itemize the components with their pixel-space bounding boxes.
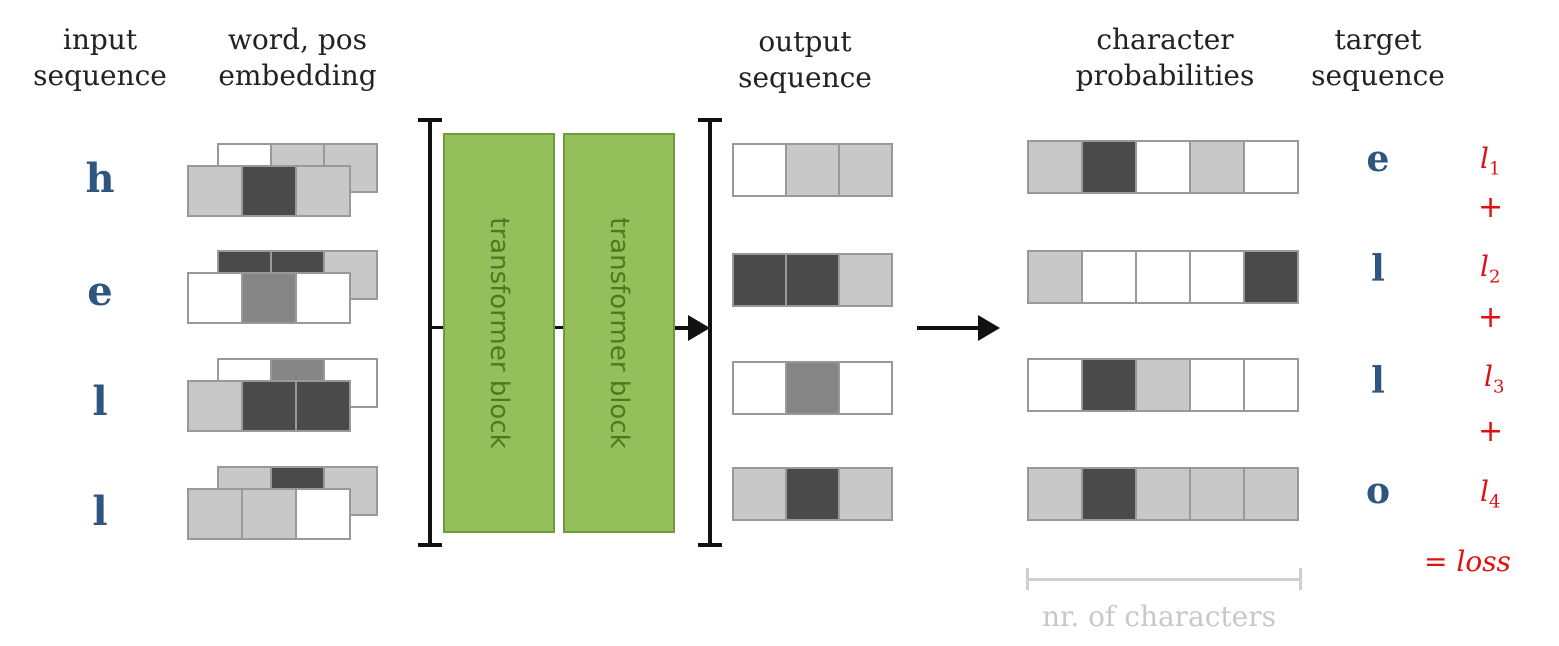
input-bracket-top [418,118,442,122]
transformer-block-label: transformer block [484,217,514,449]
output-cell [838,361,893,415]
loss-subscript: 4 [1488,491,1501,513]
input-char: l [92,488,108,535]
total-loss-label: loss [1456,545,1511,578]
probability-cell [1027,250,1083,304]
output-cell [732,361,787,415]
plus-sign: + [1478,190,1504,225]
probability-cell [1081,467,1137,521]
embedding-cell [187,272,243,324]
axis-tick-left [1026,568,1029,590]
arrow-right-icon [978,315,1000,341]
target-char: o [1365,470,1390,512]
probability-cell [1135,250,1191,304]
output-cell [785,467,840,521]
axis-label: nr. of characters [1042,600,1277,633]
output-cell [785,253,840,307]
probability-cell [1135,467,1191,521]
probability-cell [1135,358,1191,412]
input-char: l [92,378,108,425]
embedding-cell [241,488,297,540]
probability-cell [1243,467,1299,521]
loss-subscript: 1 [1488,158,1501,180]
loss-base: l [1480,250,1489,283]
transformer-block: transformer block [443,133,555,533]
transformer-block-label: transformer block [604,217,634,449]
loss-term: l3 [1484,360,1504,398]
total-loss: = loss [1424,545,1511,578]
input-char: h [85,155,115,202]
embedding-cell [187,165,243,217]
output-cell [732,253,787,307]
probability-cell [1243,358,1299,412]
probability-cell [1243,140,1299,194]
embedding-cell [295,488,351,540]
embedding-cell [187,380,243,432]
embedding-cell [241,380,297,432]
probability-cell [1135,140,1191,194]
loss-base: l [1480,475,1489,508]
header-input-sequence: input sequence [33,23,167,92]
input-bracket-bottom [418,543,442,547]
probability-cell [1081,250,1137,304]
header-output-sequence: output sequence [738,25,872,94]
header-target-sequence: target sequence [1311,23,1445,92]
output-bracket-top [698,118,722,122]
output-cell [785,361,840,415]
probability-cell [1243,250,1299,304]
probability-cell [1189,358,1245,412]
output-cell [838,467,893,521]
probability-cell [1027,467,1083,521]
loss-base: l [1484,360,1493,393]
probability-cell [1189,250,1245,304]
embedding-cell [295,165,351,217]
connector-line [555,326,564,329]
loss-term: l2 [1480,250,1500,288]
target-char: l [1371,248,1385,290]
embedding-cell [295,272,351,324]
loss-term: l4 [1480,475,1500,513]
embedding-cell [295,380,351,432]
target-char: l [1371,360,1385,402]
target-char: e [1366,138,1390,180]
probability-cell [1081,140,1137,194]
header-embedding: word, pos embedding [218,23,377,92]
output-cell [732,467,787,521]
output-cell [838,143,893,197]
transformer-block: transformer block [563,133,675,533]
input-bracket-vertical [428,120,432,546]
probability-cell [1027,358,1083,412]
output-bracket-vertical [708,120,712,546]
axis-tick-right [1299,568,1302,590]
loss-subscript: 3 [1492,376,1505,398]
loss-term: l1 [1480,142,1500,180]
loss-subscript: 2 [1488,266,1501,288]
arrow-right-icon [688,315,710,341]
probability-cell [1081,358,1137,412]
probability-cell [1189,467,1245,521]
probability-cell [1027,140,1083,194]
embedding-cell [187,488,243,540]
connector-line [432,326,444,329]
loss-base: l [1480,142,1489,175]
output-cell [732,143,787,197]
plus-sign: + [1478,414,1504,449]
output-cell [785,143,840,197]
probability-cell [1189,140,1245,194]
embedding-cell [241,165,297,217]
equals-sign: = [1424,545,1448,578]
input-char: e [87,268,113,315]
axis-line [1027,578,1301,581]
output-cell [838,253,893,307]
header-character-probabilities: character probabilities [1075,23,1255,92]
embedding-cell [241,272,297,324]
plus-sign: + [1478,300,1504,335]
arrow-line [917,326,979,330]
arrow-line [675,326,689,330]
output-bracket-bottom [698,543,722,547]
